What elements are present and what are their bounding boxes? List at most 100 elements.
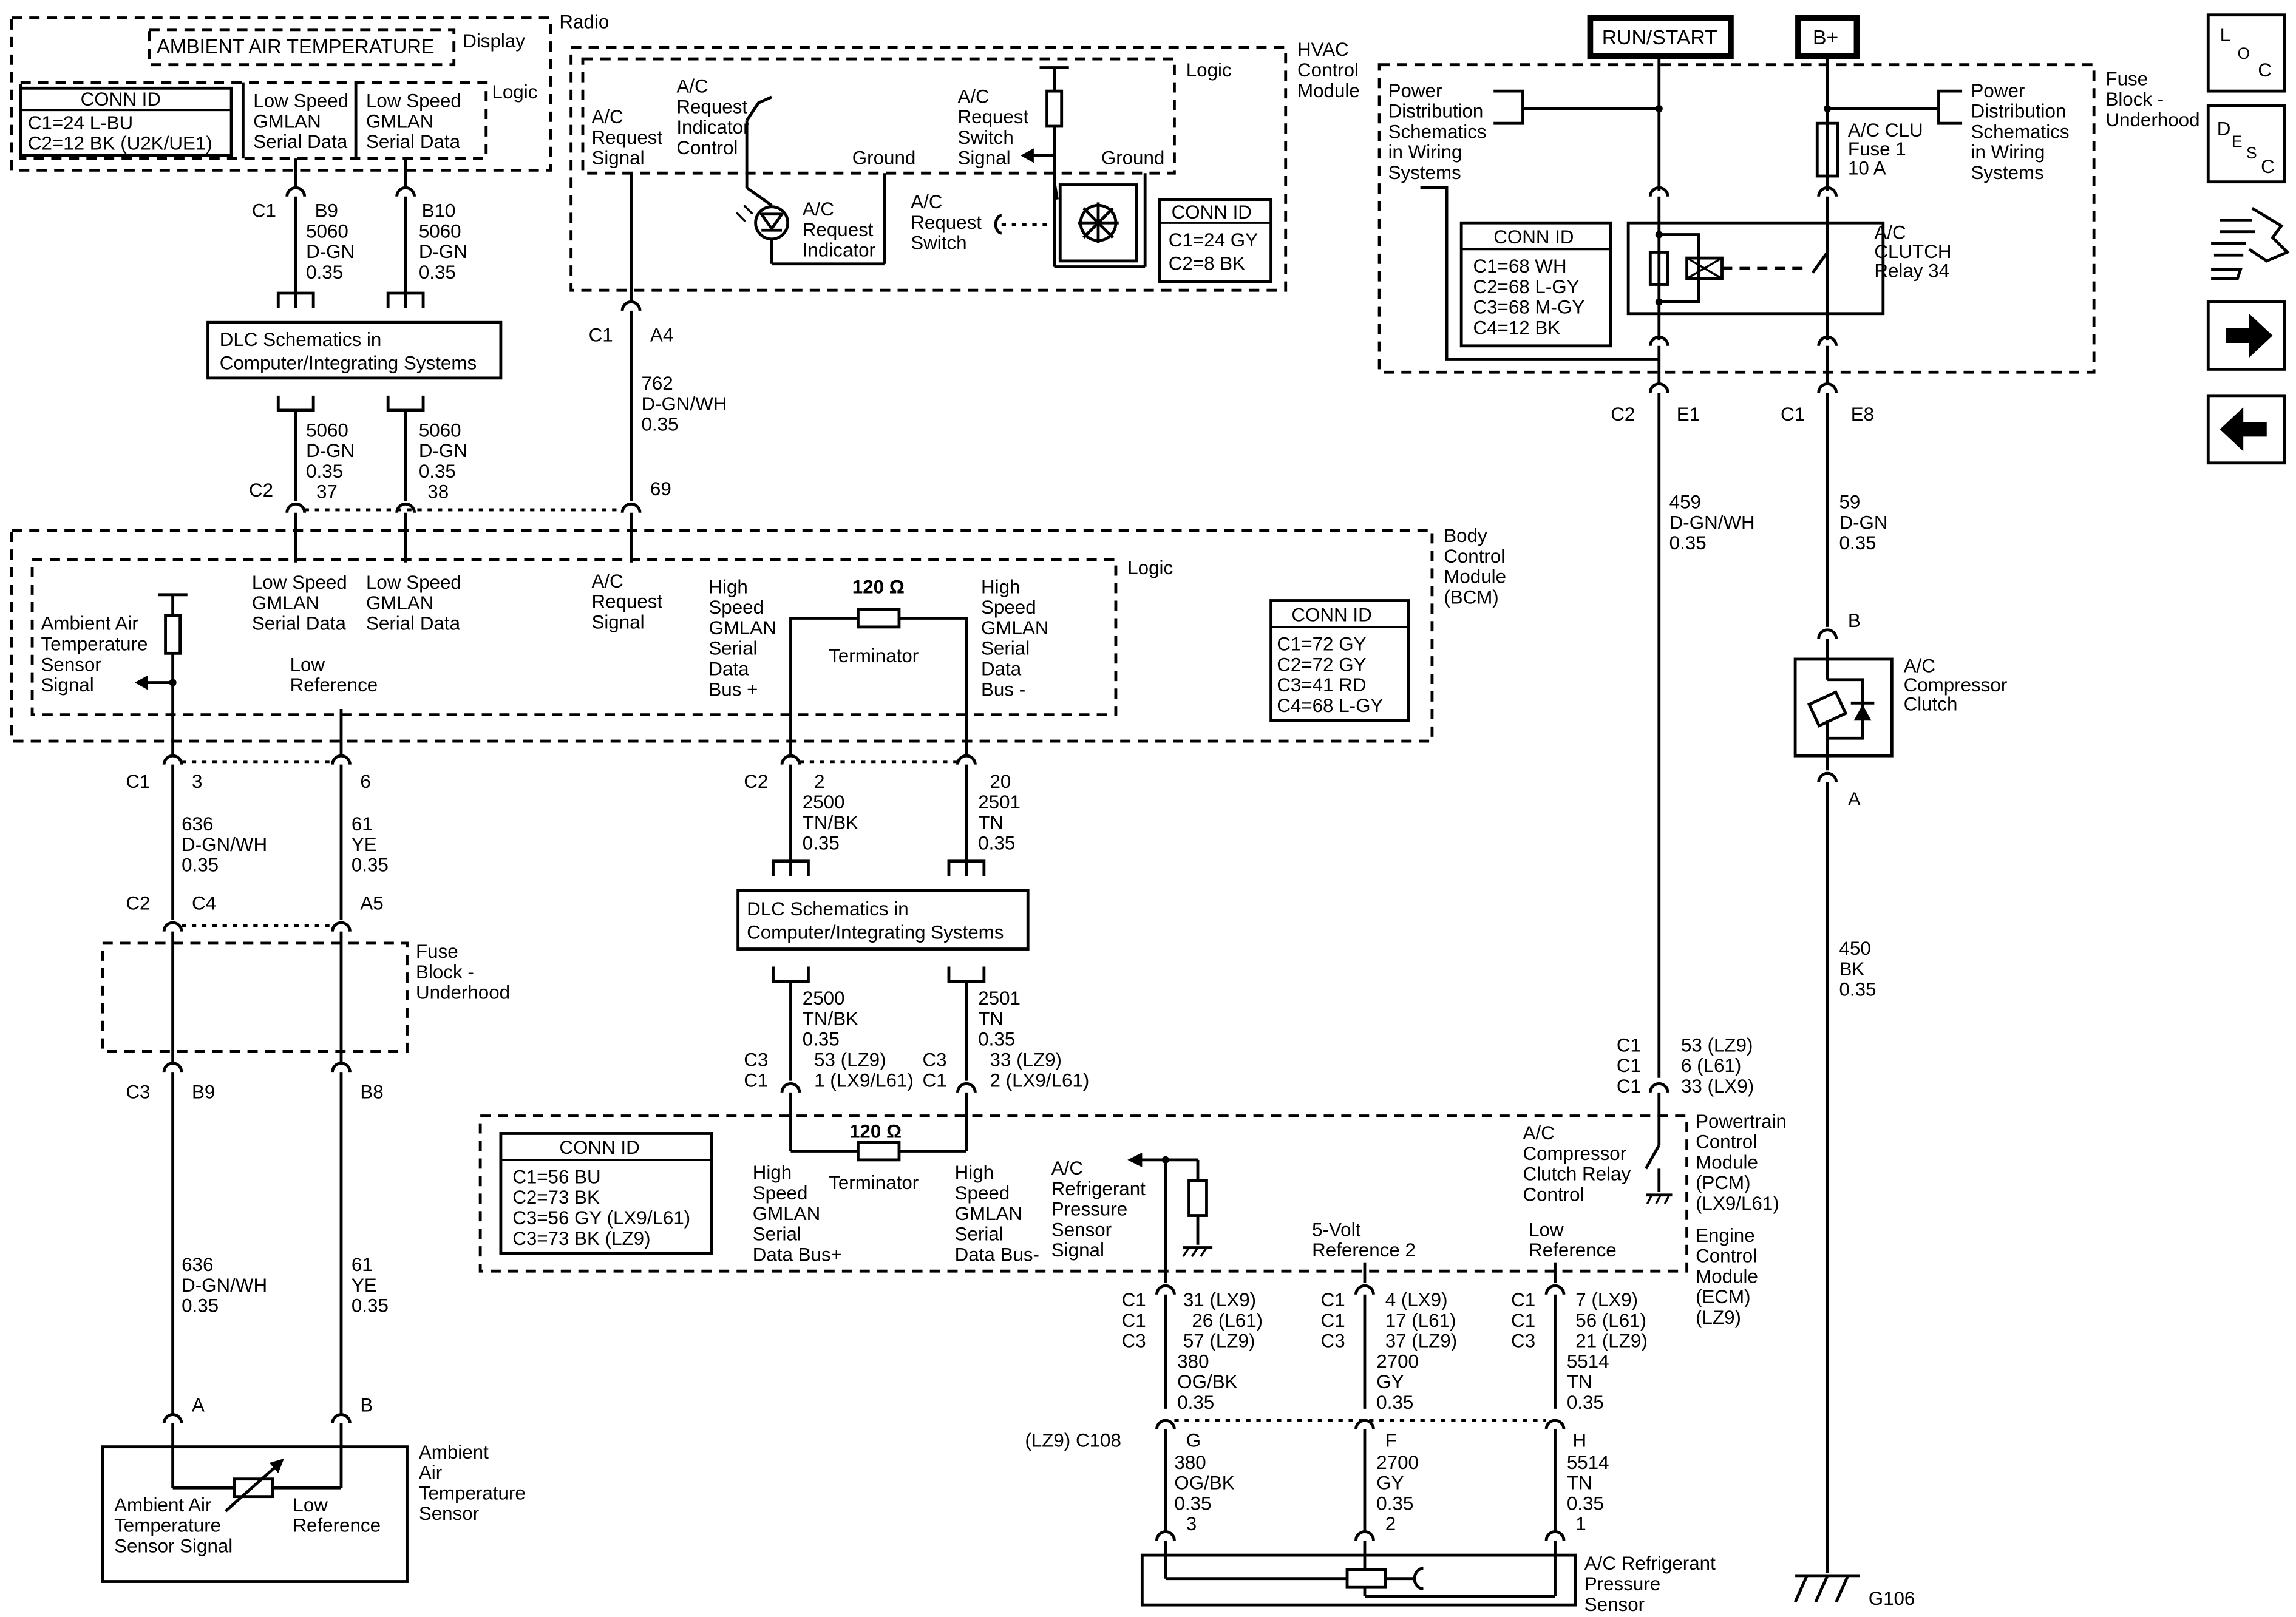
svg-text:31 (LX9)26 (L61)57 (LZ9): 31 (LX9)26 (L61)57 (LZ9) [1183, 1289, 1263, 1352]
svg-text:C1: C1 [126, 771, 150, 792]
svg-text:7 (LX9)56 (L61)21 (LZ9): 7 (LX9)56 (L61)21 (LZ9) [1575, 1289, 1647, 1352]
svg-text:B10: B10 [422, 200, 456, 222]
svg-text:F: F [1385, 1430, 1397, 1451]
svg-text:C1: C1 [252, 200, 276, 222]
svg-text:C2=72 GY: C2=72 GY [1277, 654, 1366, 675]
fuse-conn-id-box: CONN ID C1=68 WH C2=68 L-GY C3=68 M-GY C… [1459, 221, 1612, 348]
svg-text:A4: A4 [650, 325, 673, 346]
svg-text:RUN/START: RUN/START [1602, 26, 1717, 49]
radio-title: Radio [559, 11, 609, 32]
svg-text:C2: C2 [744, 771, 768, 792]
svg-text:O: O [2238, 44, 2250, 63]
previous-arrow-button[interactable] [2206, 394, 2286, 465]
svg-text:53 (LZ9)1 (LX9/L61): 53 (LZ9)1 (LX9/L61) [814, 1049, 914, 1091]
svg-text:B: B [1848, 610, 1861, 631]
svg-text:CONN ID: CONN ID [1291, 604, 1371, 625]
svg-text:C2=68 L-GY: C2=68 L-GY [1473, 276, 1579, 297]
svg-text:Terminator: Terminator [829, 645, 919, 666]
svg-text:C1=24 GY: C1=24 GY [1169, 229, 1258, 251]
svg-text:C2=12 BK (U2K/UE1): C2=12 BK (U2K/UE1) [28, 133, 212, 154]
svg-text:C1=24 L-BU: C1=24 L-BU [28, 112, 133, 134]
radio-logic-label: Logic [492, 81, 537, 103]
desc-button[interactable]: D E S C [2206, 104, 2286, 184]
svg-text:Logic: Logic [1127, 557, 1173, 578]
svg-text:L: L [2220, 24, 2230, 46]
led-indicator-icon [736, 205, 790, 241]
svg-text:C4: C4 [192, 892, 216, 914]
svg-text:C4=68 L-GY: C4=68 L-GY [1277, 695, 1383, 716]
svg-text:33 (LZ9)2 (LX9/L61): 33 (LZ9)2 (LX9/L61) [990, 1049, 1090, 1091]
ground-icon [1793, 1574, 1860, 1603]
next-arrow-button[interactable] [2206, 300, 2286, 371]
svg-text:CONN ID: CONN ID [1493, 226, 1574, 248]
svg-text:120 Ω: 120 Ω [852, 576, 905, 597]
svg-text:A: A [192, 1395, 205, 1416]
hvac-conn-id-box: CONN ID C1=24 GY C2=8 BK [1158, 198, 1273, 283]
svg-text:C3=73 BK (LZ9): C3=73 BK (LZ9) [512, 1228, 650, 1249]
svg-text:120 Ω: 120 Ω [849, 1121, 902, 1142]
svg-text:(LZ9) C108: (LZ9) C108 [1025, 1430, 1121, 1451]
svg-text:C1: C1 [589, 325, 613, 346]
svg-text:H: H [1572, 1430, 1586, 1451]
powertrain-control-module: CONN ID C1=56 BU C2=73 BK C3=56 GY (LX9/… [478, 1034, 1787, 1328]
svg-text:C1: C1 [1781, 404, 1805, 425]
svg-text:B9: B9 [315, 200, 338, 222]
svg-text:C2: C2 [126, 892, 150, 914]
radio-module: Radio AMBIENT AIR TEMPERATURE Display Lo… [10, 11, 609, 172]
svg-text:CONN ID: CONN ID [559, 1137, 639, 1158]
svg-text:69: 69 [650, 478, 671, 500]
radio-conn-id-box: CONN ID C1=24 L-BU C2=12 BK (U2K/UE1) [19, 86, 233, 157]
svg-text:Ground: Ground [852, 147, 916, 169]
svg-text:S: S [2246, 144, 2257, 162]
svg-text:B9: B9 [192, 1082, 215, 1103]
run-start-label [1587, 15, 1734, 59]
loc-button[interactable]: L O C [2206, 13, 2286, 93]
bplus-label [1795, 15, 1860, 59]
svg-text:E: E [2232, 132, 2243, 151]
svg-text:E1: E1 [1677, 404, 1700, 425]
ambient-display-label: AMBIENT AIR TEMPERATURE [157, 35, 435, 57]
connector-wrench-icon[interactable] [2211, 207, 2290, 280]
svg-text:Logic: Logic [1186, 59, 1232, 81]
svg-text:C2=73 BK: C2=73 BK [512, 1187, 600, 1208]
